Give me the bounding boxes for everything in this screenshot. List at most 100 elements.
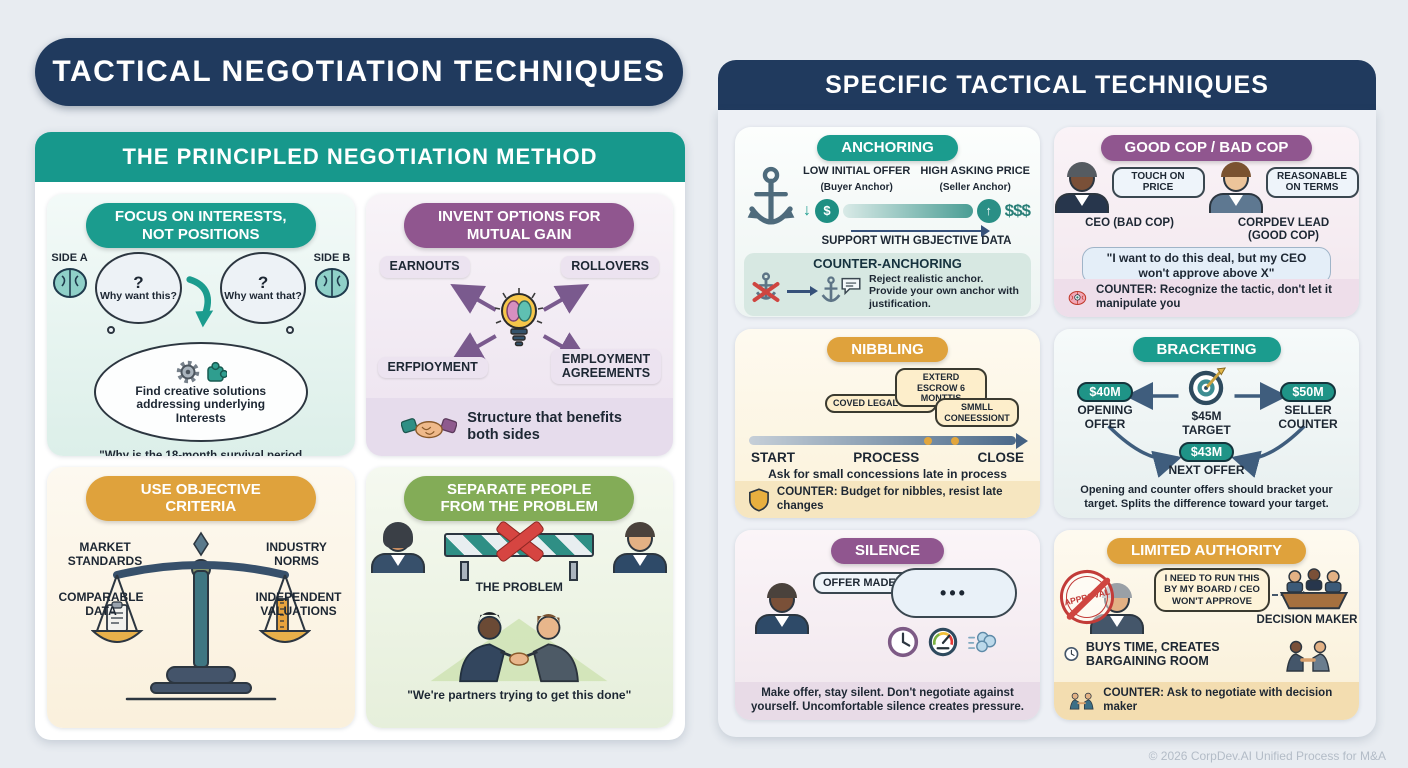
bad-cop-avatar <box>1054 161 1109 217</box>
goodcop-counter-strip: COUNTER: Recognize the tactic, don't let… <box>1054 279 1359 317</box>
balance-scale-icon <box>90 531 311 701</box>
bad-cop-bubble: TOUCH ON PRICE <box>1111 166 1205 198</box>
silence-bubble: ••• <box>891 568 1017 619</box>
dollar-circle-icon: $ <box>815 198 839 223</box>
card-bracketing: BRACKETING $40M OPENING OFFER <box>1054 328 1359 519</box>
thought-b-text: Why want that? <box>224 290 302 303</box>
red-x-icon <box>493 519 545 561</box>
card-good-cop-bad-cop: GOOD COP / BAD COP TOUCH ON PRICE CEO (B… <box>1054 127 1359 317</box>
nibble-bubble-concession: SMMLL CONEESSIONT <box>935 398 1019 428</box>
card-invent-options: INVENT OPTIONS FOR MUTUAL GAIN <box>365 194 674 456</box>
card-anchoring: ANCHORING LOW INITIAL OFFER(Buyer Anchor… <box>735 127 1040 317</box>
card-silence: SILENCE OFFER MADE... ••• <box>735 530 1040 720</box>
thought-bubble-b: ? Why want that? <box>219 252 307 335</box>
specific-techniques-grid: ANCHORING LOW INITIAL OFFER(Buyer Anchor… <box>718 110 1376 737</box>
goodcop-illustration: TOUCH ON PRICE CEO (BAD COP) REASONABLE … <box>1054 161 1359 243</box>
radiating-arrows-icon <box>449 284 589 363</box>
up-arrow-circle-icon: ↑ <box>976 198 1001 223</box>
shield-icon <box>749 487 769 512</box>
card-title-people: SEPARATE PEOPLE FROM THE PROBLEM <box>404 475 635 521</box>
question-mark-icon: ? <box>257 273 269 293</box>
buyer-anchor-label: LOW INITIAL OFFER(Buyer Anchor) <box>803 164 911 193</box>
principled-method-panel: THE PRINCIPLED NEGOTIATION METHOD FOCUS … <box>35 132 685 740</box>
authority-counter-text: COUNTER: Ask to negotiate with decision … <box>1103 687 1333 714</box>
card-title-nibbling: NIBBLING <box>827 336 948 363</box>
card-nibbling: NIBBLING COVED LEGAL FEES? EXTERD ESCROW… <box>735 328 1040 519</box>
next-offer-value: $43M <box>1178 442 1235 463</box>
target-icon <box>1188 367 1226 406</box>
card-title-silence: SILENCE <box>830 538 944 565</box>
card-title-anchoring: ANCHORING <box>817 135 958 161</box>
interests-illustration: SIDE A ? Why want this? ? <box>47 252 355 335</box>
handshake-pair-icon <box>1069 692 1094 710</box>
support-text: SUPPORT WITH GBJECTIVE DATA <box>821 235 1012 248</box>
silence-text: Make offer, stay silent. Don't negotiate… <box>751 687 1024 714</box>
criteria-label-independent-valuations: INDEPENDENT VALUATIONS <box>255 589 342 618</box>
card-limited-authority: LIMITED AUTHORITY APPROVAL I NEED TO RUN… <box>1054 530 1359 720</box>
two-people-handshake-icon <box>430 611 608 682</box>
clock-icon <box>887 626 919 658</box>
ellipsis-icon: ••• <box>940 582 968 603</box>
gear-icon <box>176 360 199 383</box>
anchor-icon <box>747 166 795 225</box>
bad-cop-group: TOUCH ON PRICE CEO (BAD COP) <box>1054 161 1205 243</box>
option-chip-earnouts: EARNOUTS <box>379 256 470 279</box>
target-label: TARGET <box>1182 423 1231 438</box>
brain-icon <box>52 268 87 299</box>
gradient-bar <box>843 203 973 218</box>
principled-method-grid: FOCUS ON INTERESTS, NOT POSITIONS SIDE A… <box>35 182 685 740</box>
offer-made-bubble: OFFER MADE... <box>813 572 915 595</box>
good-cop-bubble: REASONABLE ON TERMS <box>1265 166 1359 198</box>
opening-offer-group: $40M OPENING OFFER <box>1062 382 1148 432</box>
copyright-footer: © 2026 CorpDev.AI Unified Process for M&… <box>1148 749 1386 763</box>
seller-counter-group: $50M SELLER COUNTER <box>1265 382 1351 432</box>
timeline-close: CLOSE <box>977 450 1024 466</box>
buys-time-text: BUYS TIME, CREATES BARGAINING ROOM <box>1085 640 1220 669</box>
bracketing-text: Opening and counter offers should bracke… <box>1080 484 1333 510</box>
option-chip-employment: ERFPIOYMENT <box>377 356 488 379</box>
goodcop-quote: "I want to do this deal, but my CEO won'… <box>1082 247 1331 284</box>
bad-cop-name: CEO (BAD COP) <box>1085 216 1174 229</box>
people-problem-row: THE PROBLEM <box>366 521 674 595</box>
negotiate-pair-icon <box>1286 640 1330 672</box>
page-title: TACTICAL NEGOTIATION TECHNIQUES <box>35 38 683 106</box>
timeline-start: START <box>751 450 795 466</box>
side-a-label: SIDE A <box>51 252 88 265</box>
seller-counter-label: SELLER COUNTER <box>1278 403 1338 432</box>
nibbling-counter-strip: COUNTER: Budget for nibbles, resist late… <box>735 480 1040 519</box>
nibbling-bubbles: COVED LEGAL FEES? EXTERD ESCROW 6 MONTTI… <box>735 366 1040 432</box>
good-cop-group: REASONABLE ON TERMS CORPDEV LEAD (GOOD C… <box>1208 161 1359 243</box>
counter-anchoring-text: Reject realistic anchor. Provide your ow… <box>869 272 1019 310</box>
card-title-bracketing: BRACKETING <box>1132 336 1281 363</box>
options-illustration: EARNOUTS ROLLOVERS ERFPIOYMENT EMPLOYMEN… <box>366 252 674 386</box>
clock-icon <box>1064 647 1079 662</box>
card-title-interests: FOCUS ON INTERESTS, NOT POSITIONS <box>85 203 316 249</box>
counter-anchoring-box: COUNTER-ANCHORING <box>744 253 1031 317</box>
criteria-label-market-standards: MARKET STANDARDS <box>67 539 143 568</box>
lightbulb-brain-icon <box>495 288 544 347</box>
authority-illustration: APPROVAL I NEED TO RUN THIS BY MY BOARD … <box>1054 564 1359 676</box>
option-chip-rollovers: ROLLOVERS <box>561 256 659 279</box>
brain-icon <box>314 268 349 299</box>
option-chip-agreements: EMPLOYMENT AGREEMENTS <box>551 348 661 385</box>
question-mark-icon: ? <box>133 273 144 293</box>
counter-anchoring-title: COUNTER-ANCHORING <box>813 256 962 272</box>
good-cop-avatar <box>1208 161 1263 217</box>
curved-arrow-down-icon <box>186 276 213 328</box>
criteria-label-comparable-data: COMPARABLE DATA <box>58 589 144 618</box>
opening-offer-label: OPENING OFFER <box>1077 403 1133 432</box>
seller-anchor-label: HIGH ASKING PRICE(Seller Anchor) <box>920 164 1030 193</box>
options-benefit-strip: Structure that benefits both sides <box>365 397 673 456</box>
boardroom-table-icon <box>1279 568 1349 610</box>
thought-a-text: Why want this? <box>99 290 177 303</box>
thought-bubble-a: ? Why want this? <box>95 252 182 335</box>
problem-barrier: THE PROBLEM <box>439 525 599 595</box>
card-title-goodcop: GOOD COP / BAD COP <box>1100 135 1313 161</box>
good-cop-name: CORPDEV LEAD (GOOD COP) <box>1237 216 1330 242</box>
side-a-group: SIDE A <box>47 252 92 302</box>
solution-text: Find creative solutions addressing under… <box>135 383 267 426</box>
card-title-authority: LIMITED AUTHORITY <box>1106 538 1307 565</box>
silence-illustration: OFFER MADE... ••• <box>735 568 1040 668</box>
next-offer-label: NEXT OFFER <box>1168 463 1245 478</box>
bracketing-arrows <box>1107 382 1306 479</box>
